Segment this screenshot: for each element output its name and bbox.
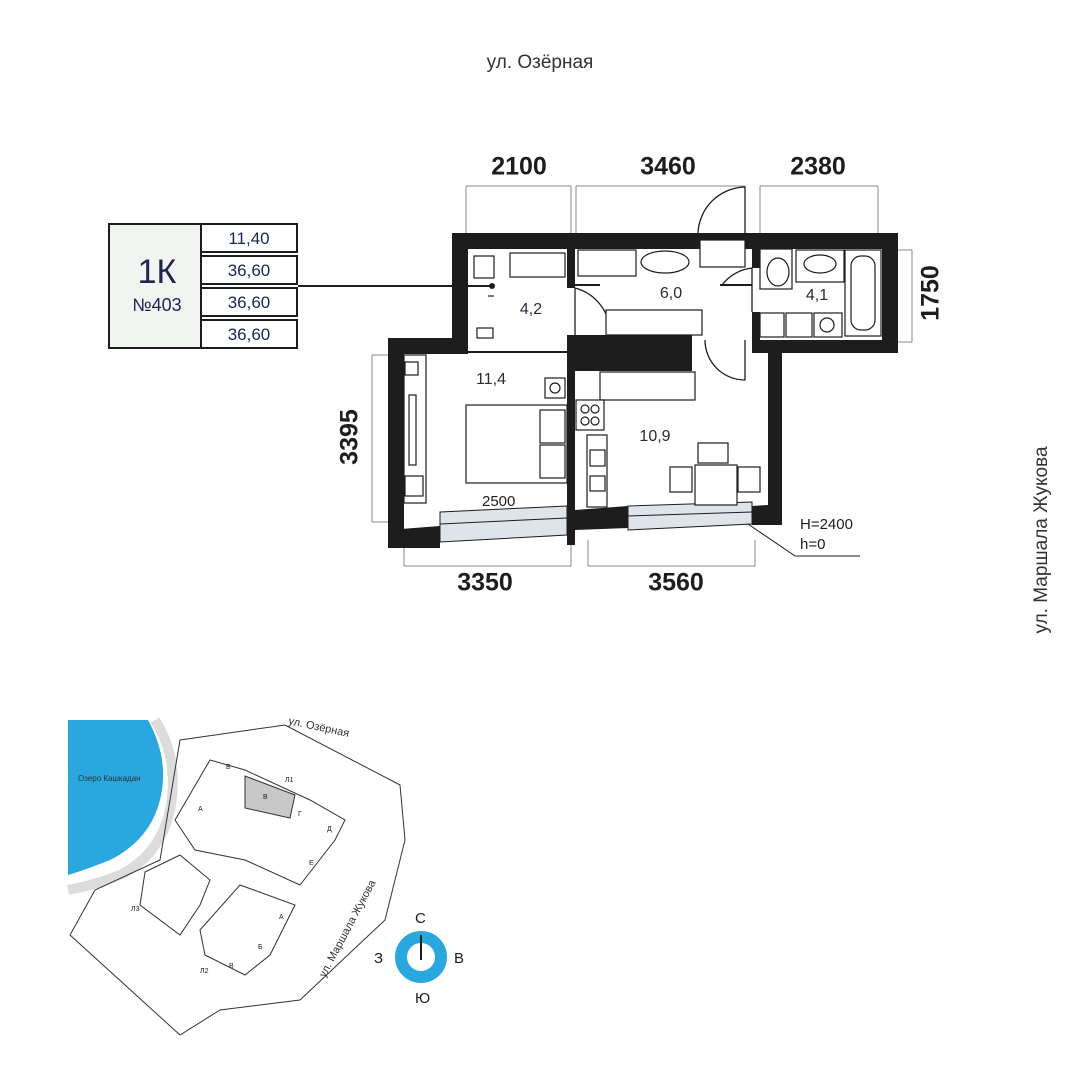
compass-south: Ю <box>415 990 431 1007</box>
room-area-bedroom: 11,4 <box>476 371 506 388</box>
dim-bottom-2: 3560 <box>648 568 704 597</box>
height-leader <box>747 523 860 557</box>
site-label: Е <box>309 860 314 867</box>
dim-top-1: 2100 <box>491 152 547 181</box>
site-label: Л2 <box>200 968 209 975</box>
site-label: Л1 <box>285 777 294 784</box>
street-label-top: ул. Озёрная <box>486 52 594 73</box>
site-label: Д <box>327 826 332 833</box>
dim-top-2: 3460 <box>640 152 696 181</box>
dim-inner: 2500 <box>482 493 516 510</box>
partitions <box>468 284 752 353</box>
compass-west: З <box>374 950 384 967</box>
area-cell: 36,60 <box>202 319 298 349</box>
leader-dot <box>489 283 495 289</box>
ceiling-height: H=2400 <box>800 516 853 533</box>
site-label: В <box>229 963 234 970</box>
dim-bottom-1: 3350 <box>457 568 513 597</box>
apartment-type-box: 1К №403 <box>108 223 202 349</box>
site-label: Л3 <box>131 906 140 913</box>
dim-right: 1750 <box>916 265 945 321</box>
compass-north: С <box>415 910 426 927</box>
site-label: В <box>263 794 268 801</box>
area-cell: 36,60 <box>202 287 298 317</box>
dim-left: 3395 <box>335 409 364 465</box>
floor-height: h=0 <box>800 536 826 553</box>
furniture <box>403 239 882 508</box>
lake-label: Озеро Кашкадан <box>78 774 141 783</box>
site-street-side: ул. Маршала Жукова <box>317 877 379 979</box>
site-plan: Озеро Кашкадан ул. Озёрная ул. Маршала Ж… <box>67 715 406 1036</box>
room-area-hall: 4,2 <box>519 301 543 318</box>
area-cell: 11,40 <box>202 223 298 253</box>
site-street-top: ул. Озёрная <box>287 715 350 740</box>
compass-east: В <box>454 950 465 967</box>
lake <box>68 720 164 875</box>
site-label: А <box>279 914 284 921</box>
dimension-lines <box>371 185 913 567</box>
window-lines <box>439 511 753 525</box>
room-area-bath: 4,1 <box>805 287 829 304</box>
room-area-corridor: 6,0 <box>659 285 683 302</box>
apartment-type: 1К <box>137 253 177 291</box>
room-area-kitchen: 10,9 <box>639 428 671 445</box>
doors <box>574 186 753 381</box>
dim-top-3: 2380 <box>790 152 846 181</box>
windows <box>439 501 753 543</box>
site-label: А <box>198 806 203 813</box>
area-cell: 36,60 <box>202 255 298 285</box>
apartment-number: №403 <box>132 295 182 315</box>
site-label: Б <box>258 944 263 951</box>
site-label: Г <box>298 811 302 818</box>
site-label: Б <box>226 764 231 771</box>
walls <box>388 233 898 548</box>
compass <box>395 931 447 983</box>
apartment-info: 1К №403 11,40 36,60 36,60 36,60 <box>108 223 298 351</box>
